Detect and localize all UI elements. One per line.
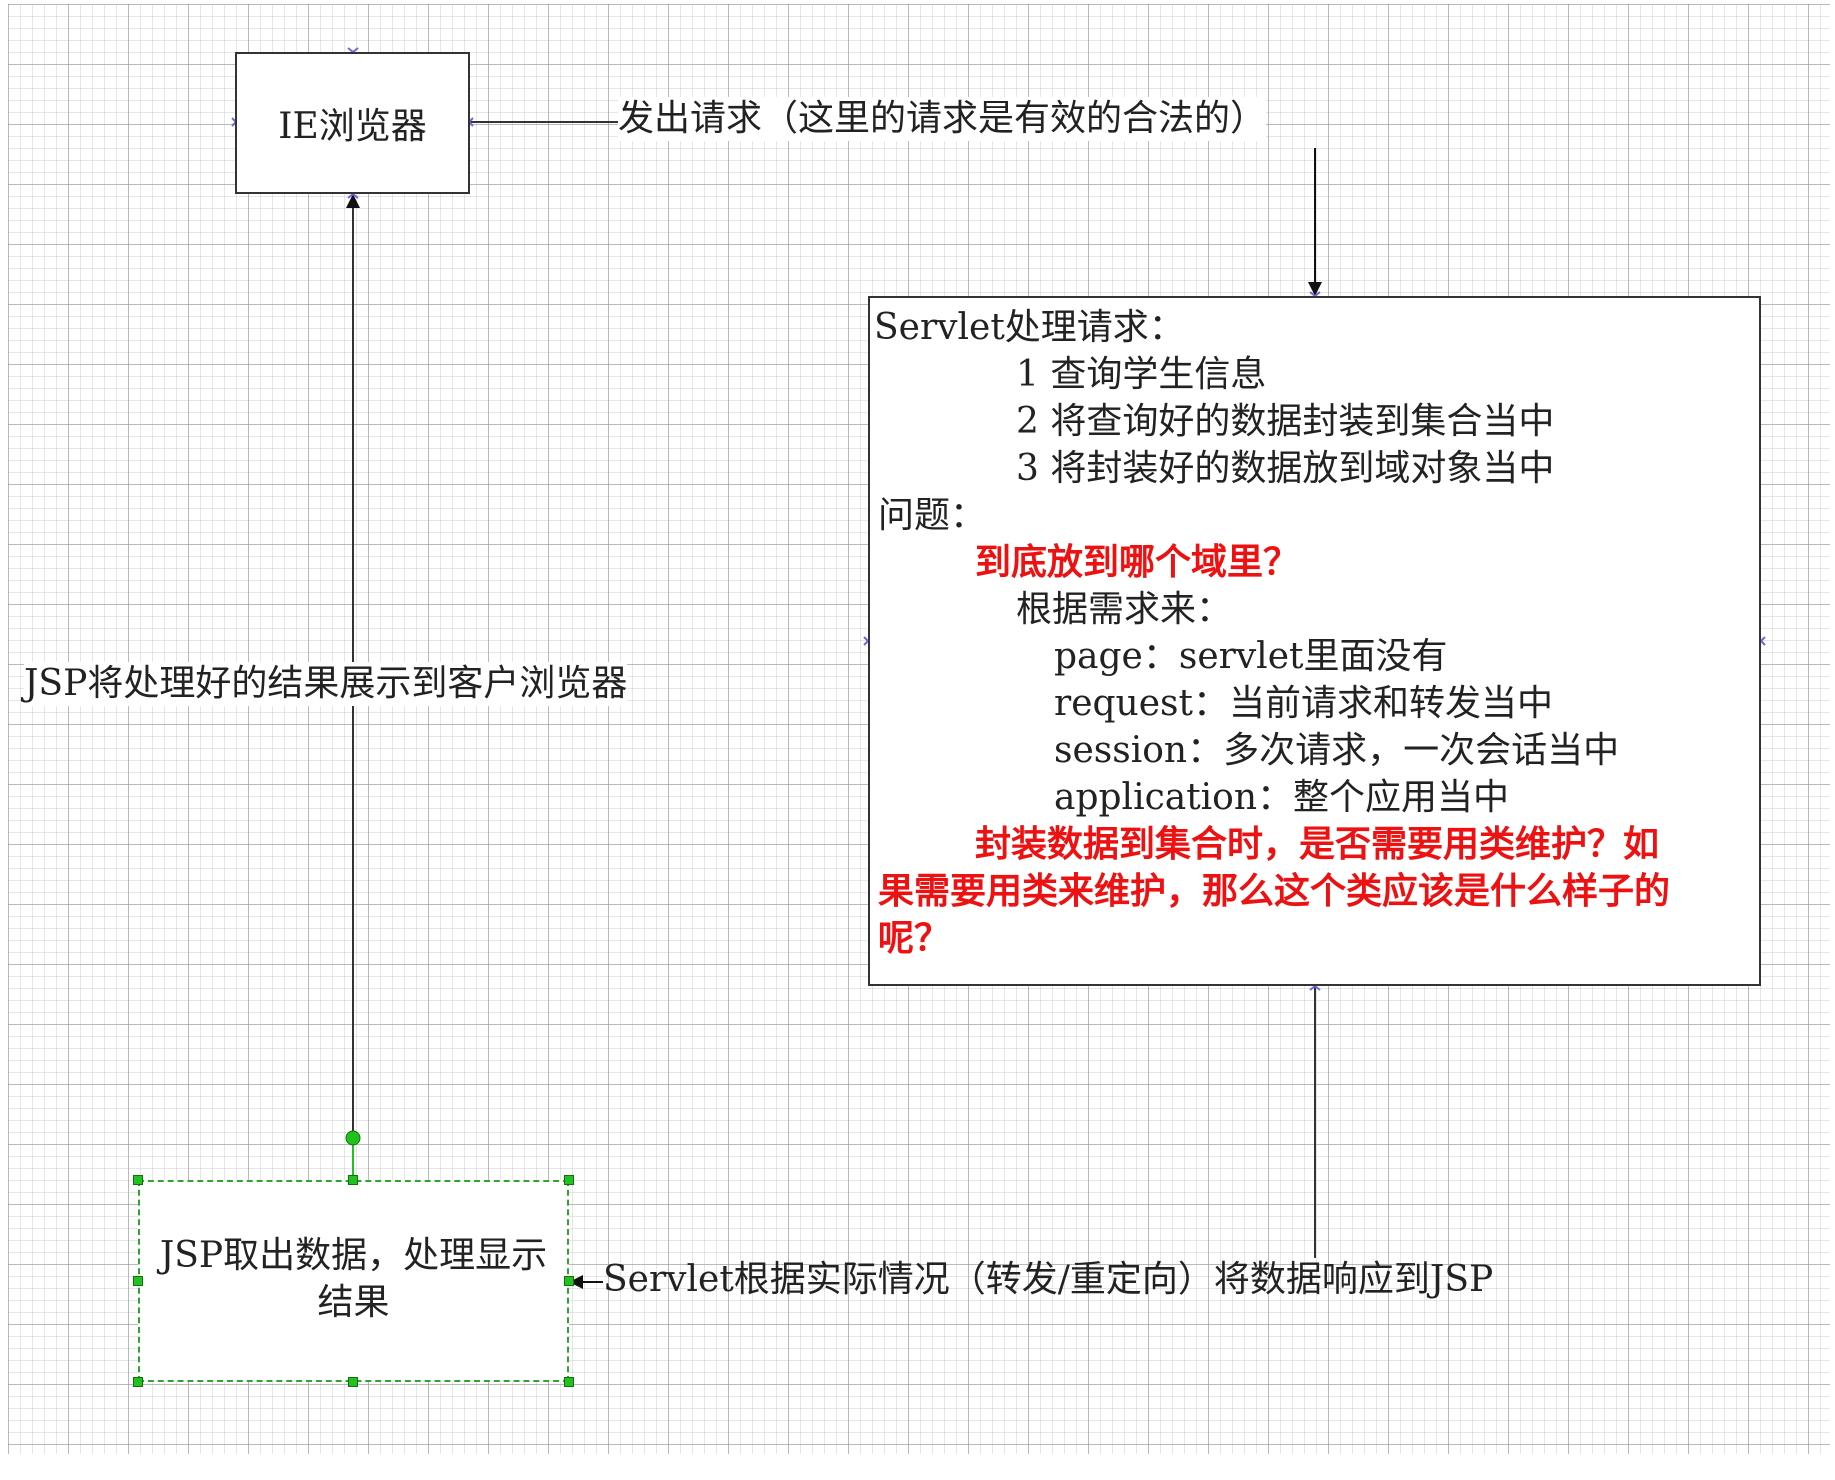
- resize-handle-middle-left[interactable]: [133, 1276, 143, 1286]
- rotation-handle[interactable]: [345, 1130, 361, 1146]
- response-label: Servlet根据实际情况（转发/重定向）将数据响应到JSP: [603, 1259, 1494, 1300]
- question-class-line-1: 封装数据到集合时，是否需要用类维护？如: [975, 823, 1660, 865]
- servlet-title: Servlet处理请求：: [874, 307, 1185, 348]
- scope-session: session：多次请求，一次会话当中: [1054, 730, 1620, 771]
- question-class-line-2: 果需要用类来维护，那么这个类应该是什么样子的: [878, 870, 1671, 912]
- answer-intro: 根据需求来：: [1016, 589, 1233, 630]
- step-2: 2 将查询好的数据封装到集合当中: [1016, 401, 1555, 442]
- question-heading: 问题：: [878, 495, 987, 536]
- resize-handle-top-middle[interactable]: [348, 1175, 358, 1185]
- request-label: 发出请求（这里的请求是有效的合法的）: [618, 97, 1267, 141]
- display-label: JSP将处理好的结果展示到客户浏览器: [24, 662, 628, 706]
- resize-handle-top-right[interactable]: [564, 1175, 574, 1185]
- resize-handle-middle-right[interactable]: [564, 1276, 574, 1286]
- question-class-line-3: 呢？: [878, 917, 951, 959]
- resize-handle-bottom-right[interactable]: [564, 1377, 574, 1387]
- browser-node[interactable]: IE浏览器: [235, 52, 470, 194]
- jsp-node[interactable]: JSP取出数据，处理显示 结果: [138, 1180, 569, 1382]
- scope-page: page：servlet里面没有: [1054, 636, 1448, 677]
- servlet-node[interactable]: Servlet处理请求： 1 查询学生信息 2 将查询好的数据封装到集合当中 3…: [868, 296, 1761, 986]
- scope-application: application：整个应用当中: [1054, 777, 1510, 818]
- scope-request: request：当前请求和转发当中: [1054, 683, 1553, 724]
- resize-handle-bottom-left[interactable]: [133, 1377, 143, 1387]
- resize-handle-top-left[interactable]: [133, 1175, 143, 1185]
- step-3: 3 将封装好的数据放到域对象当中: [1016, 448, 1555, 489]
- question-scope: 到底放到哪个域里？: [975, 541, 1300, 583]
- step-1: 1 查询学生信息: [1016, 354, 1267, 395]
- resize-handle-bottom-middle[interactable]: [348, 1377, 358, 1387]
- browser-label: IE浏览器: [278, 106, 427, 147]
- jsp-label: JSP取出数据，处理显示 结果: [159, 1235, 548, 1323]
